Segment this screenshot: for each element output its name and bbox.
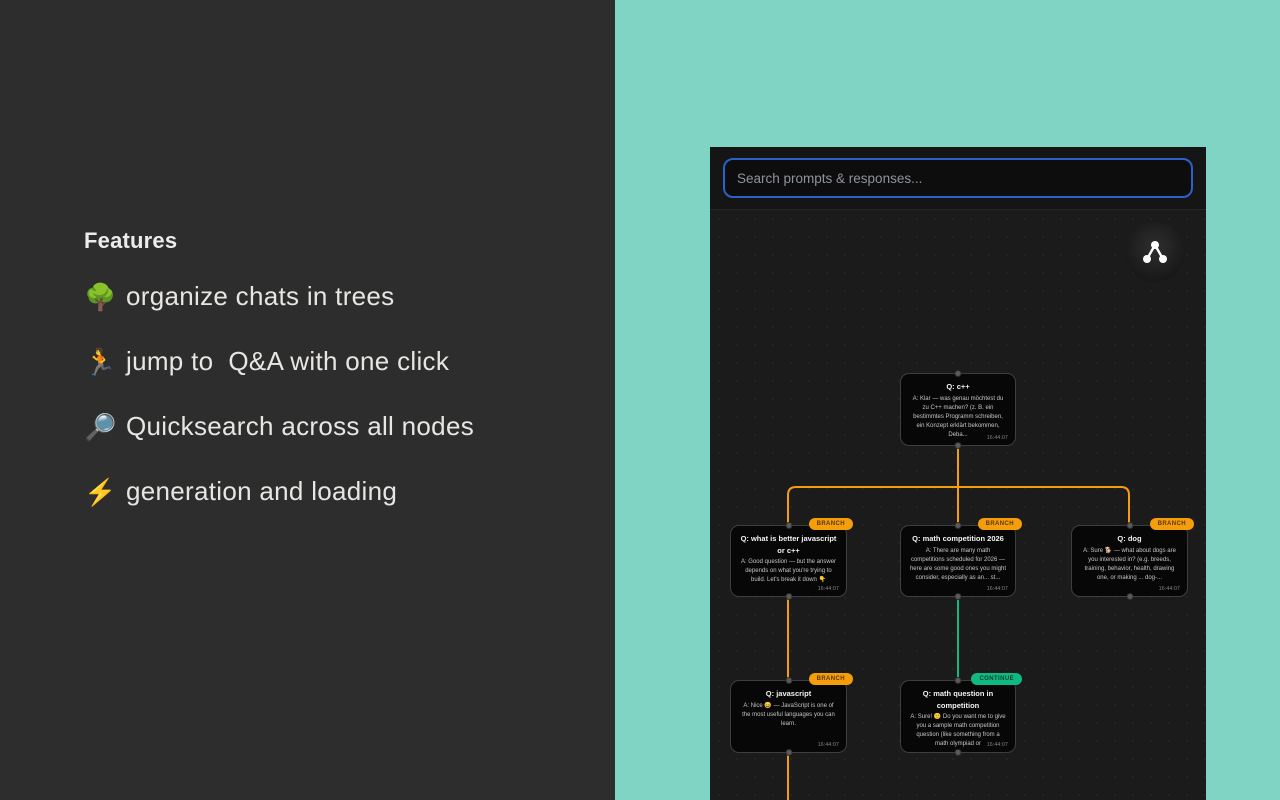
branch-badge: BRANCH: [808, 518, 853, 530]
node-handle: [954, 749, 962, 756]
tree-edges: [787, 446, 1130, 800]
node-body: A: There are many math competitions sche…: [909, 547, 1007, 581]
node-title: Q: math question in competition: [922, 689, 994, 710]
magnifier-emoji-icon: 🔎: [84, 411, 117, 442]
node-timestamp: 16:44:07: [986, 742, 1008, 748]
feature-item-quicksearch: 🔎 Quicksearch across all nodes: [84, 394, 474, 459]
feature-text: Quicksearch across all nodes: [126, 411, 474, 441]
node-title: Q: math competition 2026: [912, 534, 1004, 543]
feature-item-jump: 🏃 jump to Q&A with one click: [84, 329, 474, 394]
feature-text: jump to Q&A with one click: [126, 346, 450, 376]
node-body: A: Nice 😄 — JavaScript is one of the mos…: [742, 702, 835, 727]
node-handle: [954, 677, 962, 684]
features-heading: Features: [84, 228, 178, 253]
chat-node-js-vs-cpp[interactable]: BRANCH Q: what is better javascript or c…: [730, 518, 853, 600]
node-body: A: Sure! 🙂 Do you want me to give you a …: [910, 714, 1006, 748]
node-timestamp: 16:44:07: [817, 742, 839, 748]
features-block: Features 🌳 organize chats in trees 🏃 jum…: [84, 228, 474, 524]
app-preview-panel: Q: c++ A: Klar — was genau möchtest du z…: [615, 0, 1280, 800]
feature-item-generation: ⚡ generation and loading: [84, 459, 474, 524]
node-handle: [954, 593, 962, 600]
runner-emoji-icon: 🏃: [84, 346, 117, 377]
node-title: Q: dog: [1117, 534, 1142, 543]
node-title: Q: what is better javascript or c++: [740, 534, 837, 555]
node-timestamp: 16:44:07: [1158, 586, 1180, 592]
chat-node-cpp[interactable]: Q: c++ A: Klar — was genau möchtest du z…: [900, 370, 1016, 449]
chat-node-dog[interactable]: BRANCH Q: dog A: Sure 🐕 — what about dog…: [1071, 518, 1194, 600]
node-handle: [954, 522, 962, 529]
lightning-emoji-icon: ⚡: [84, 476, 117, 507]
node-handle: [785, 522, 792, 529]
tree-canvas[interactable]: Q: c++ A: Klar — was genau möchtest du z…: [710, 210, 1206, 800]
tree-view-button[interactable]: [1125, 222, 1185, 282]
branch-badge: BRANCH: [1149, 518, 1194, 530]
app-screenshot: Q: c++ A: Klar — was genau möchtest du z…: [710, 147, 1206, 800]
search-bar-container: [710, 147, 1206, 210]
tree-network-icon: [1143, 241, 1167, 263]
node-timestamp: 16:44:07: [986, 586, 1008, 592]
continue-badge: CONTINUE: [971, 673, 1022, 685]
tree-emoji-icon: 🌳: [84, 281, 117, 312]
node-title: Q: javascript: [765, 689, 812, 698]
node-body: A: Sure 🐕 — what about dogs are you inte…: [1083, 547, 1176, 581]
node-handle: [785, 677, 792, 684]
branch-badge: BRANCH: [977, 518, 1022, 530]
node-handle: [1126, 593, 1133, 600]
node-handle: [785, 749, 792, 756]
chat-node-math-question[interactable]: CONTINUE Q: math question in competition…: [900, 673, 1022, 756]
node-handle: [785, 593, 792, 600]
branch-badge: BRANCH: [808, 673, 853, 685]
node-handle: [954, 370, 962, 377]
search-input[interactable]: [723, 158, 1193, 198]
feature-text: generation and loading: [126, 476, 398, 506]
node-body: A: Good question — but the answer depend…: [740, 559, 837, 584]
node-title: Q: c++: [946, 382, 970, 391]
chat-node-javascript[interactable]: BRANCH Q: javascript A: Nice 😄 — JavaScr…: [730, 673, 853, 756]
feature-item-trees: 🌳 organize chats in trees: [84, 264, 474, 329]
node-handle: [954, 442, 962, 449]
node-handle: [1126, 522, 1133, 529]
chat-node-math-competition[interactable]: BRANCH Q: math competition 2026 A: There…: [900, 518, 1022, 600]
features-panel: Features 🌳 organize chats in trees 🏃 jum…: [0, 0, 615, 800]
node-timestamp: 16:44:07: [986, 435, 1008, 441]
feature-text: organize chats in trees: [126, 281, 395, 311]
node-body: A: Klar — was genau möchtest du zu C++ m…: [912, 395, 1004, 438]
node-timestamp: 16:44:07: [817, 586, 839, 592]
